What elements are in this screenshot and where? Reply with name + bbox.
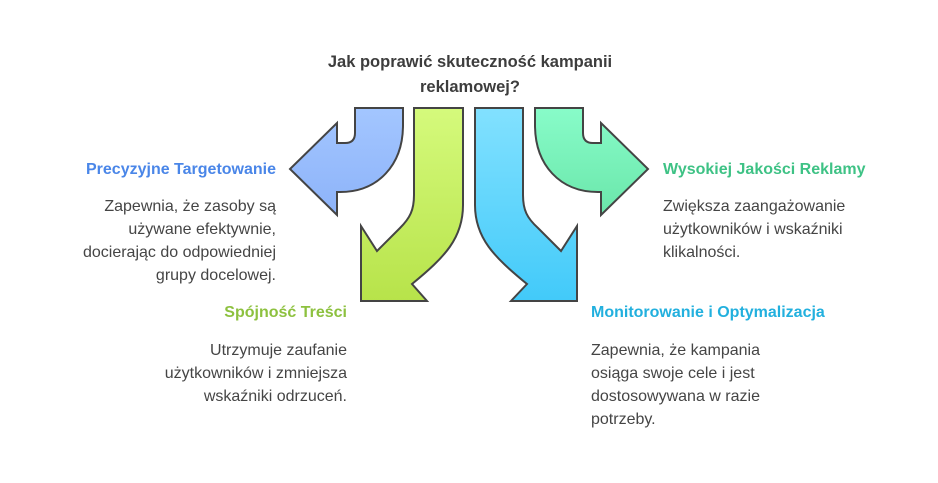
desc-line: Zapewnia, że kampania <box>591 342 760 359</box>
desc-line: Utrzymuje zaufanie <box>210 342 347 359</box>
desc-line: wskaźniki odrzuceń. <box>203 388 347 405</box>
title-line-2: reklamowej? <box>420 78 520 96</box>
desc-wysokiej-jakosci-reklamy: Zwiększa zaangażowanie użytkowników i ws… <box>663 195 845 264</box>
desc-line: używane efektywnie, <box>128 221 276 238</box>
heading-monitorowanie-i-optymalizacja: Monitorowanie i Optymalizacja <box>591 304 825 321</box>
arrow-left-blue <box>288 107 404 218</box>
heading-wysokiej-jakosci-reklamy: Wysokiej Jakości Reklamy <box>663 161 866 178</box>
desc-line: potrzeby. <box>591 411 656 428</box>
arrow-down-left-lime <box>360 107 464 302</box>
desc-monitorowanie-i-optymalizacja: Zapewnia, że kampania osiąga swoje cele … <box>591 339 760 431</box>
desc-line: osiąga swoje cele i jest <box>591 365 755 382</box>
heading-precyzyjne-targetowanie: Precyzyjne Targetowanie <box>86 161 276 178</box>
arrow-right-teal <box>534 107 650 218</box>
desc-line: klikalności. <box>663 244 741 261</box>
arrow-down-right-cyan <box>474 107 578 302</box>
desc-line: Zwiększa zaangażowanie <box>663 198 846 215</box>
desc-line: docierając do odpowiedniej <box>82 244 276 261</box>
heading-spojnosc-tresci: Spójność Treści <box>224 304 347 321</box>
diagram-title: Jak poprawić skuteczność kampanii reklam… <box>0 50 938 100</box>
desc-line: Zapewnia, że zasoby są <box>104 198 276 215</box>
desc-line: użytkowników i zmniejsza <box>164 365 347 382</box>
desc-line: użytkowników i wskaźniki <box>663 221 843 238</box>
desc-precyzyjne-targetowanie: Zapewnia, że zasoby są używane efektywni… <box>83 195 276 287</box>
desc-line: dostosowywana w razie <box>591 388 760 405</box>
desc-line: grupy docelowej. <box>155 267 276 284</box>
title-line-1: Jak poprawić skuteczność kampanii <box>327 53 613 71</box>
desc-spojnosc-tresci: Utrzymuje zaufanie użytkowników i zmniej… <box>165 339 347 408</box>
